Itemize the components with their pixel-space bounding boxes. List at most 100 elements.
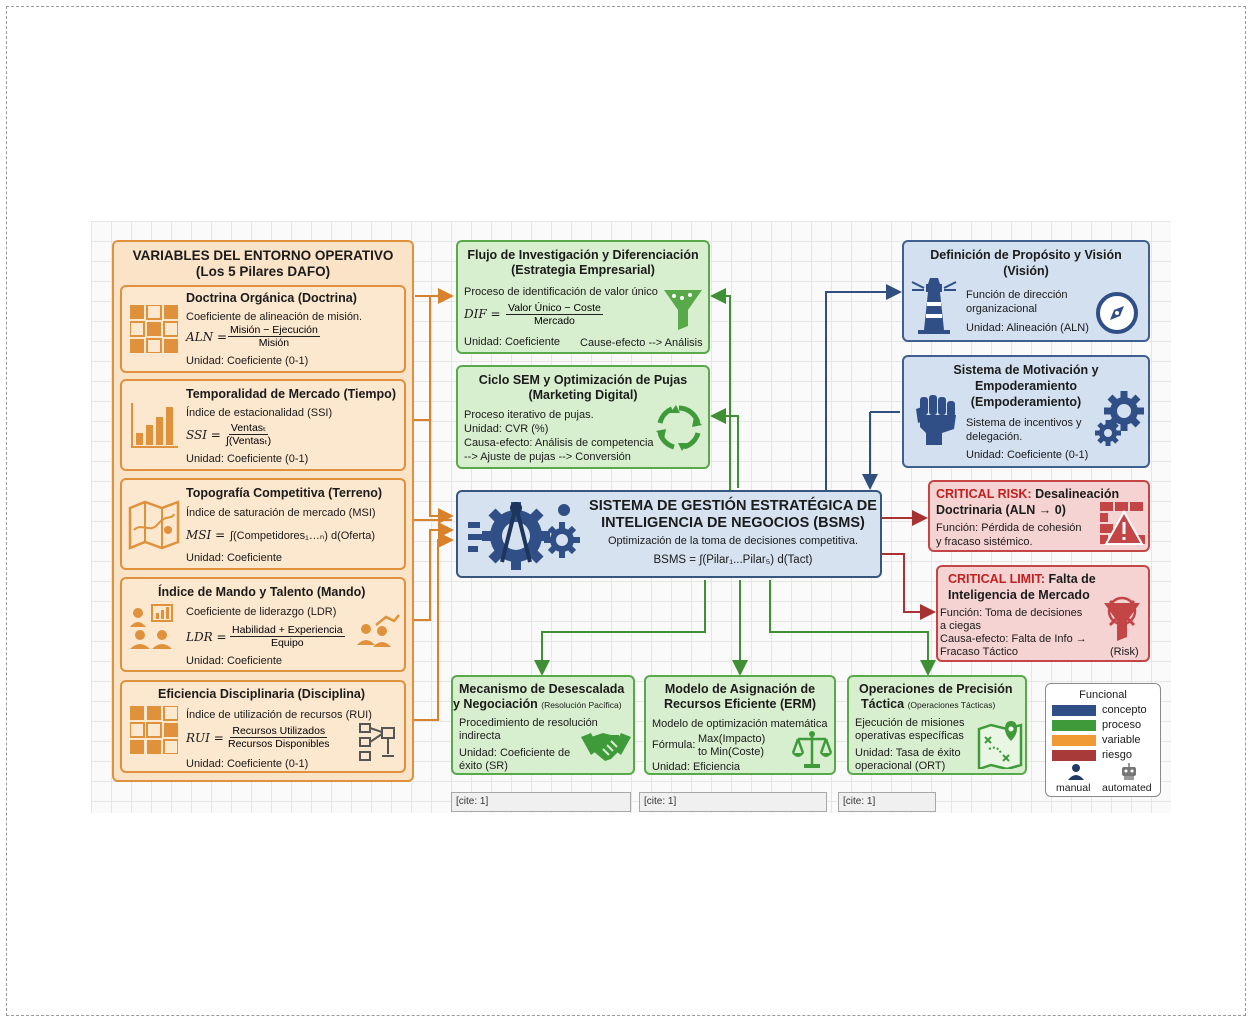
blocked-funnel-icon <box>1100 595 1144 648</box>
box-line: --> Ajuste de pujas --> Conversión <box>464 451 631 463</box>
raised-fist-icon <box>912 393 960 450</box>
box-title: y Negociación (Resolución Pacífica) <box>453 697 622 713</box>
pillar-unit: Unidad: Coeficiente <box>186 655 283 667</box>
bsms-desc: Optimización de la toma de decisiones co… <box>607 535 859 547</box>
funnel-icon <box>662 286 704 337</box>
box-line: Función de dirección <box>966 289 1068 301</box>
box-line: Función: Toma de decisiones <box>940 607 1083 619</box>
gears-compass-icon <box>466 496 588 579</box>
box-line: Ejecución de misiones <box>855 717 965 729</box>
box-title: Definición de Propósito y Visión <box>930 248 1122 262</box>
box-subtitle: (Marketing Digital) <box>528 388 638 402</box>
pillar-title: Eficiencia Disciplinaria (Disciplina) <box>158 687 366 701</box>
box-line: Unidad: Coeficiente de <box>459 747 571 759</box>
pillar-formula-expression: ∫(Competidores₁…ₙ) d(Oferta) <box>230 530 375 542</box>
legend-label: variable <box>1102 734 1141 746</box>
cycle-arrows-icon <box>654 403 704 458</box>
box-desc: Proceso de identificación de valor único <box>464 286 658 298</box>
limit-title: Falta de <box>1048 572 1096 586</box>
box-line: Función: Pérdida de cohesión <box>936 522 1082 534</box>
cite-box: [cite: 1] <box>451 792 631 812</box>
box-subtitle: (Empoderamiento) <box>970 395 1082 409</box>
pillar-doctrina: Doctrina Orgánica (Doctrina) Coeficiente… <box>120 285 406 373</box>
pillar-desc: Coeficiente de alineación de misión. <box>186 311 363 323</box>
limit-title-line2: Inteligencia de Mercado <box>948 588 1090 602</box>
fraction-numerator: Valor Único − Coste <box>506 302 603 315</box>
lighthouse-icon <box>910 278 958 339</box>
pillar-unit: Unidad: Coeficiente <box>186 552 283 564</box>
box-line: Modelo de optimización matemática <box>652 718 828 730</box>
legend-title: Funcional <box>1079 689 1127 701</box>
pillar-formula-fraction: Habilidad + Experiencia Equipo <box>230 624 345 649</box>
proposito-vision-box: Definición de Propósito y Visión (Visión… <box>902 240 1150 342</box>
handshake-icon <box>581 729 631 770</box>
flujo-investigacion-box: Flujo de Investigación y Diferenciación … <box>456 240 710 354</box>
pillar-formula-var: LDR = <box>186 630 227 644</box>
pillar-desc: Índice de saturación de mercado (MSI) <box>186 507 376 519</box>
robot-icon <box>1120 763 1138 785</box>
box-line: Fracaso Táctico <box>940 646 1019 658</box>
pillar-formula-var: SSI = <box>186 428 221 442</box>
risk-tag: (Risk) <box>1110 646 1139 658</box>
risk-heading: CRITICAL RISK: Desalineación <box>936 487 1119 502</box>
bar-chart-icon <box>130 403 178 454</box>
box-line: operacional (ORT) <box>855 760 946 772</box>
page-frame <box>6 6 1246 1016</box>
box-title: Operaciones de Precisión <box>859 682 1013 696</box>
risk-title-line2: Doctrinaria (ALN → 0) <box>936 503 1066 517</box>
box-line: Unidad: Tasa de éxito <box>855 747 961 759</box>
pillar-desc: Índice de estacionalidad (SSI) <box>186 407 333 419</box>
fraction-denominator: Mercado <box>534 315 575 327</box>
pillar-formula-var: RUI = <box>186 731 224 745</box>
pillar-disciplina: Eficiencia Disciplinaria (Disciplina) Ín… <box>120 680 406 773</box>
box-title-line2: Táctica <box>861 697 905 711</box>
growth-people-icon <box>356 613 400 656</box>
bsms-title-line1: SISTEMA DE GESTIÓN ESTRATÉGICA DE <box>589 498 877 514</box>
box-title: Empoderamiento <box>974 379 1078 393</box>
fraction-numerator: Misión − Ejecución <box>228 324 320 337</box>
panel-subtitle: (Los 5 Pilares DAFO) <box>195 264 331 279</box>
formula-line: Max(Impacto) <box>698 733 766 745</box>
limit-heading: CRITICAL LIMIT: Falta de <box>948 572 1096 587</box>
compass-icon <box>1094 290 1140 341</box>
pillar-desc: Coeficiente de liderazgo (LDR) <box>186 606 337 618</box>
legend-manual-label: manual <box>1056 782 1091 794</box>
erm-box: Modelo de Asignación de Recursos Eficien… <box>644 675 836 775</box>
balance-scale-icon <box>791 729 833 774</box>
pillar-formula-var: MSI = <box>186 528 226 542</box>
legend-label: proceso <box>1102 719 1142 731</box>
box-line: a ciegas <box>940 620 981 632</box>
box-title-note: (Operaciones Tácticas) <box>907 700 996 710</box>
warning-wall-icon <box>1100 502 1146 553</box>
box-line: Unidad: CVR (%) <box>464 423 549 435</box>
cite-box: [cite: 1] <box>639 792 827 812</box>
desescalada-box: Mecanismo de Desescalada y Negociación (… <box>451 675 635 775</box>
box-title: Mecanismo de Desescalada <box>459 682 625 696</box>
fraction-denominator: ∫(Ventasₜ) <box>226 435 272 447</box>
operaciones-box: Operaciones de Precisión Táctica (Operac… <box>847 675 1027 775</box>
fraction-denominator: Recursos Disponibles <box>228 738 330 750</box>
limit-label: CRITICAL LIMIT: <box>948 572 1045 586</box>
person-icon <box>1068 764 1084 785</box>
formula-var: DIF = <box>464 307 501 321</box>
risk-title: Desalineación <box>1035 487 1120 501</box>
fraction-numerator: Habilidad + Experiencia <box>230 624 345 637</box>
box-title-note: (Resolución Pacífica) <box>541 700 622 710</box>
box-title: Sistema de Motivación y <box>953 363 1099 377</box>
fraction-numerator: Ventasₜ <box>228 422 269 435</box>
pillar-terreno: Topografía Competitiva (Terreno) Índice … <box>120 478 406 570</box>
box-line: delegación. <box>966 431 1023 443</box>
fraction-denominator: Misión <box>258 337 290 349</box>
legend-automated-label: automated <box>1102 782 1152 794</box>
workflow-icon <box>358 722 398 767</box>
risk-label: CRITICAL RISK: <box>936 487 1032 501</box>
team-leadership-icon <box>128 603 180 656</box>
formula-line: to Min(Coste) <box>698 746 765 758</box>
box-unit: Unidad: Coeficiente <box>464 336 561 348</box>
legend-swatch <box>1052 720 1096 731</box>
box-unit: Unidad: Eficiencia <box>652 761 741 773</box>
pillar-title: Temporalidad de Mercado (Tiempo) <box>186 387 396 401</box>
box-line: y fracaso sistémico. <box>936 536 1033 548</box>
box-unit: Unidad: Coeficiente (0-1) <box>966 449 1089 461</box>
box-unit: Unidad: Alineación (ALN) <box>966 322 1089 334</box>
